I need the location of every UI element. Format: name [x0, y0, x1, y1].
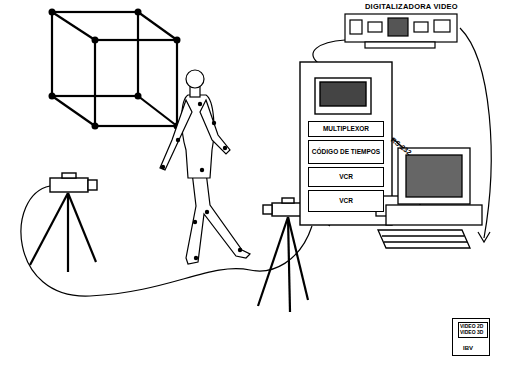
drawing-rect — [50, 178, 88, 192]
drawing-circle — [174, 37, 181, 44]
calibration-cube — [52, 12, 177, 126]
node-text: VIDEO 2D VIDEO 3D — [458, 322, 488, 338]
drawing-line — [384, 241, 467, 242]
drawing-path — [313, 40, 345, 63]
drawing-rect — [95, 40, 177, 126]
drawing-rect — [406, 155, 462, 197]
drawing-rect — [263, 205, 272, 214]
drawing-rect — [350, 20, 362, 34]
drawing-circle — [49, 9, 56, 16]
drawing-rect — [368, 22, 382, 32]
video-card: DIGITALIZADORA VIDEO — [343, 2, 465, 54]
drawing-rect — [62, 173, 76, 178]
drawing-circle — [176, 138, 180, 142]
drawing-circle — [92, 37, 99, 44]
drawing-circle — [238, 248, 242, 252]
walking-person — [160, 70, 250, 264]
node-text: VCR — [339, 197, 353, 204]
device-box: CÓDIGO DE TIEMPOS — [308, 140, 384, 164]
drawing-rect — [398, 148, 470, 204]
left-camera — [30, 173, 97, 272]
drawing-circle — [92, 123, 99, 130]
drawing-circle — [193, 220, 197, 224]
computer-tower — [300, 62, 392, 225]
drawing-circle — [186, 70, 204, 88]
drawing-rect — [386, 205, 482, 225]
drawing-circle — [135, 9, 142, 16]
drawing-circle — [205, 210, 209, 214]
device-box: VCR — [308, 190, 384, 212]
drawing-path — [200, 100, 230, 154]
drawing-line — [52, 12, 95, 40]
drawing-line — [382, 235, 464, 236]
drawing-circle — [198, 102, 202, 106]
drawing-path — [160, 100, 192, 170]
device-box: MULTIPLEXOR — [308, 121, 384, 137]
drawing-line — [30, 193, 68, 265]
drawing-rect — [320, 82, 366, 106]
drawing-line — [288, 217, 290, 312]
node-text: MULTIPLEXOR — [323, 125, 369, 132]
drawing-circle — [135, 93, 142, 100]
drawing-circle — [200, 168, 204, 172]
drawing-circle — [212, 121, 216, 125]
drawing-line — [138, 96, 177, 126]
cube-markers — [49, 9, 181, 130]
drawing-line — [52, 96, 95, 126]
drawing-path — [478, 232, 490, 242]
body-markers — [161, 102, 242, 260]
drawing-line — [258, 217, 288, 306]
desktop-pc — [376, 148, 482, 248]
drawing-rect — [414, 22, 428, 32]
drawing-line — [68, 193, 96, 262]
cables — [21, 28, 491, 296]
node-text: CÓDIGO DE TIEMPOS — [312, 148, 380, 155]
drawing-circle — [49, 93, 56, 100]
drawing-path — [186, 172, 250, 264]
device-box: VCR — [308, 167, 384, 187]
drawing-path — [378, 230, 470, 248]
drawing-circle — [161, 165, 165, 169]
drawing-rect — [300, 62, 392, 225]
node-text: VCR — [339, 173, 353, 180]
video-card — [345, 14, 457, 48]
drawing-line — [67, 193, 69, 272]
floppy-disk: VIDEO 2D VIDEO 3D IBV — [452, 318, 490, 356]
drawing-path — [21, 186, 312, 296]
drawing-rect — [365, 42, 435, 48]
drawing-circle — [194, 256, 198, 260]
drawing-circle — [223, 146, 227, 150]
drawing-rect — [88, 180, 97, 190]
node-text: DIGITALIZADORA VIDEO — [343, 2, 465, 11]
drawing-rect — [434, 20, 450, 32]
drawing-line — [138, 12, 177, 40]
drawing-rect — [315, 78, 371, 114]
node-text: IBV — [463, 345, 473, 352]
drawing-rect — [388, 18, 408, 36]
drawing-rect — [282, 198, 294, 203]
drawing-rect — [345, 14, 457, 42]
